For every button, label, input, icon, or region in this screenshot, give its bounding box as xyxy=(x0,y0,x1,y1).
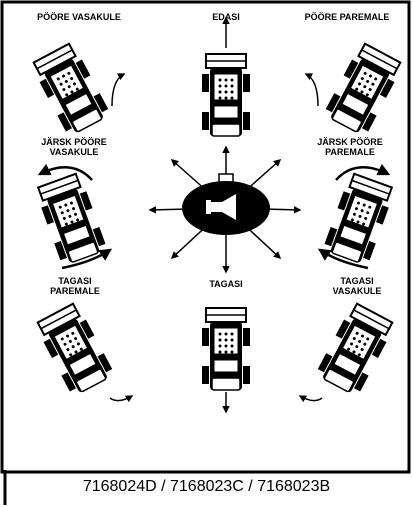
vehicle-icon-sharp-right xyxy=(317,163,397,270)
horn-pad xyxy=(148,145,302,274)
model-codes: 7168024D / 7168023C / 7168023B xyxy=(82,478,331,495)
label-forward: EDASI xyxy=(212,12,240,22)
vehicle-icon-back-left xyxy=(298,300,397,403)
diagram-border xyxy=(0,0,411,474)
vehicle-icon-turn-right xyxy=(304,40,405,138)
label-turn-right: PÖÖRE PAREMALE xyxy=(304,12,390,22)
vehicle-icon-turn-left xyxy=(29,40,126,138)
vehicle-icon-forward xyxy=(201,16,251,137)
label-back: TAGASI xyxy=(209,279,243,289)
label-turn-left: PÖÖRE VASAKULE xyxy=(37,12,121,22)
horn-icon xyxy=(206,194,236,220)
vehicle-icon-back-right xyxy=(33,300,134,403)
vehicle-icon-back xyxy=(201,307,251,414)
vehicle-icon-sharp-left xyxy=(33,163,113,270)
